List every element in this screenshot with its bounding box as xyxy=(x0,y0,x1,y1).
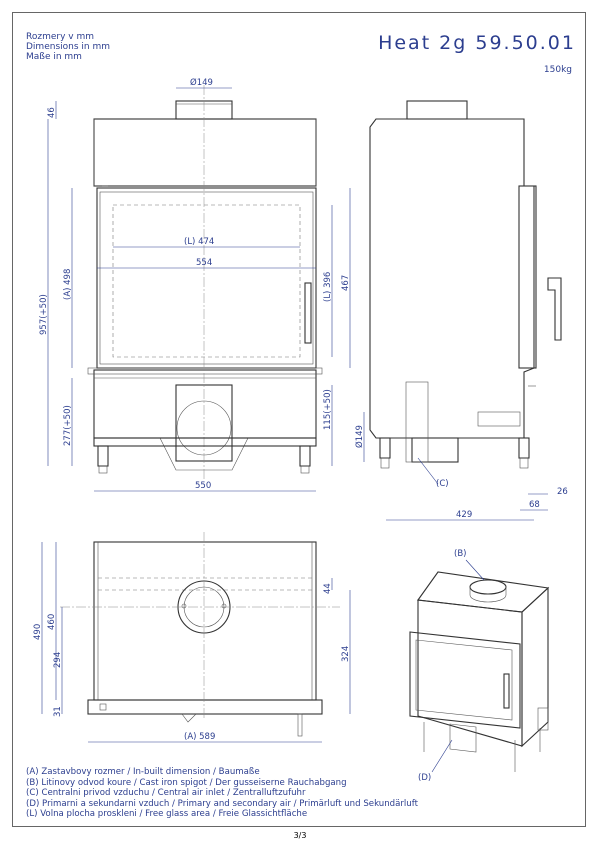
dim-front-inbuilt-height: (A) 498 xyxy=(63,269,73,300)
dim-top-depth-inner: 460 xyxy=(47,614,57,630)
dim-front-glass-height: (L) 396 xyxy=(323,272,333,302)
legend-item-b: (B) Litinovy odvod koure / Cast iron spi… xyxy=(26,777,347,788)
model-title: Heat 2g 59.50.01 xyxy=(378,32,576,54)
dim-front-spigot: Ø149 xyxy=(190,77,213,88)
weight-label: 150kg xyxy=(543,65,572,75)
legend: (A) Zastavbovy rozmer / In-built dimensi… xyxy=(26,767,418,820)
dim-front-total-height: 957(+50) xyxy=(39,294,49,335)
dim-top-width: (A) 589 xyxy=(184,732,215,742)
marker-c: (C) xyxy=(436,479,449,489)
dim-top-spigot-front: 324 xyxy=(341,646,351,662)
units-line-en: Dimensions in mm xyxy=(26,42,110,52)
side-view xyxy=(369,100,562,469)
dim-front-top: 46 xyxy=(47,107,57,118)
iso-view xyxy=(409,571,550,772)
dim-side-rear: 68 xyxy=(529,500,540,510)
marker-d: (D) xyxy=(418,773,431,783)
dim-top-depth-total: 490 xyxy=(33,624,43,640)
front-dimensions: Ø149 46 (L) 474 554 957(+50) (A) 498 (L)… xyxy=(39,77,351,492)
dim-top-front-offset: 31 xyxy=(53,706,63,717)
dim-front-leg-height: 277(+50) xyxy=(63,405,73,446)
marker-b: (B) xyxy=(454,549,466,559)
front-view xyxy=(87,85,323,480)
legend-item-a: (A) Zastavbovy rozmer / In-built dimensi… xyxy=(26,767,260,777)
dim-side-depth: 429 xyxy=(456,510,472,520)
dim-front-opening-width: 554 xyxy=(196,258,212,268)
units-line-cz: Rozmery v mm xyxy=(26,32,94,42)
dim-top-spigot-back: 44 xyxy=(323,583,333,594)
dim-top-spigot-offset: 294 xyxy=(53,652,63,668)
units-note: Rozmery v mm Dimensions in mm Maße in mm xyxy=(26,32,110,62)
dim-front-opening-height: 467 xyxy=(341,275,351,291)
page-number: 3/3 xyxy=(293,831,307,840)
dim-front-glass-width: (L) 474 xyxy=(184,237,214,247)
dim-side-leg-offset: 26 xyxy=(557,487,568,497)
dim-front-base-width: 550 xyxy=(195,481,211,491)
dim-side-air: Ø149 xyxy=(354,425,365,448)
iso-markers: (B) (D) xyxy=(418,549,485,783)
side-dimensions: Ø149 (C) 429 68 26 xyxy=(354,412,568,521)
legend-item-c: (C) Centralni privod vzduchu / Central a… xyxy=(26,788,306,799)
units-line-de: Maße in mm xyxy=(26,52,82,62)
dim-front-air-height: 115(+50) xyxy=(323,389,333,430)
drawing-frame xyxy=(12,12,586,827)
legend-item-d: (D) Primarni a sekundarni vzduch / Prima… xyxy=(26,798,419,809)
legend-item-l: (L) Volna plocha proskleni / Free glass … xyxy=(26,809,308,820)
top-dimensions: 490 460 294 31 44 324 (A) 589 xyxy=(33,542,351,743)
top-view xyxy=(60,532,340,737)
